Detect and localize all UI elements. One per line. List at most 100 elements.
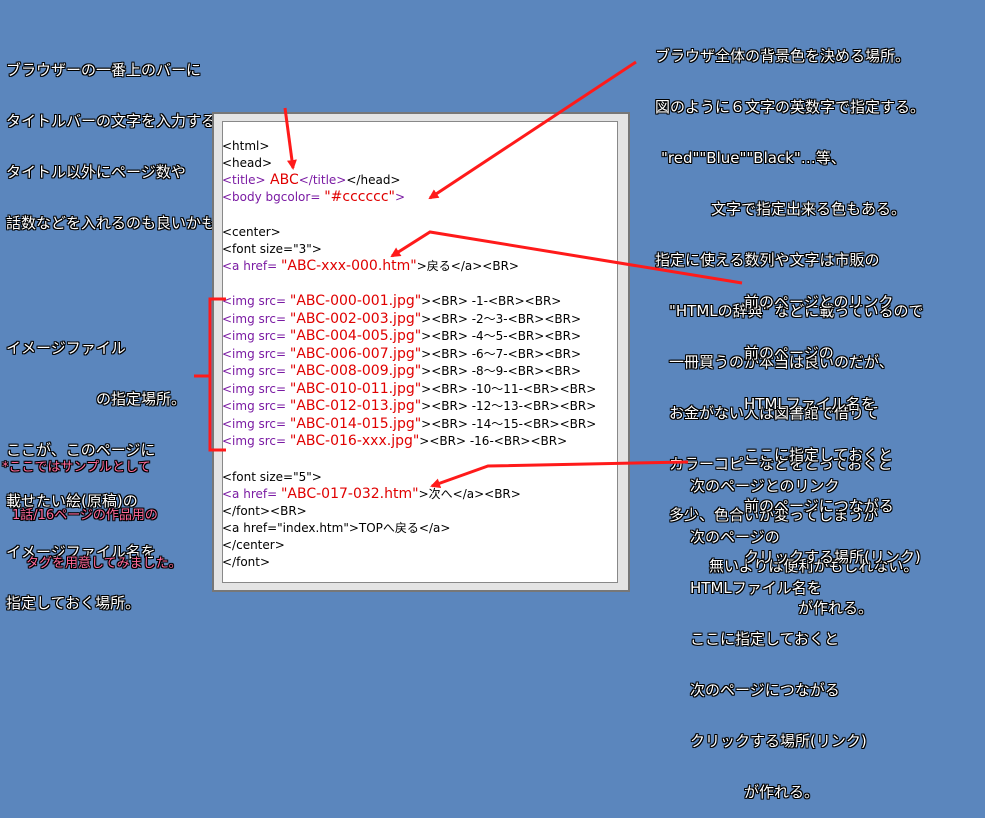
- bgcolor-note: ブラウザ全体の背景色を決める場所。 図のように６文字の英数字で指定する。 "re…: [655, 14, 925, 592]
- img-rest: ><BR> -1-<BR><BR>: [421, 294, 562, 308]
- img-rest: ><BR> -6～7-<BR><BR>: [421, 346, 581, 361]
- code-line-img: <img src= "ABC-010-011.jpg"><BR> -10～11-…: [222, 381, 596, 397]
- img-rest: ><BR> -10～11-<BR><BR>: [421, 381, 597, 396]
- code-line-html: <html>: [222, 139, 270, 153]
- note-line: ブラウザ全体の背景色を決める場所。: [655, 47, 911, 65]
- body-tag: <body bgcolor=: [222, 190, 325, 204]
- image-bracket: [208, 297, 226, 452]
- prev-href-value: "ABC-xxx-000.htm": [280, 258, 417, 274]
- code-line-font3: <font size="3">: [222, 242, 322, 256]
- img-rest: ><BR> -2～3-<BR><BR>: [421, 311, 581, 326]
- img-tag: <img src=: [222, 399, 290, 413]
- prev-rest: >戻る</a><BR>: [416, 259, 519, 273]
- bgcolor-arrow: [428, 60, 637, 200]
- img-file-value: "ABC-000-001.jpg": [289, 293, 422, 309]
- code-line-img: <img src= "ABC-016-xxx.jpg"><BR> -16-<BR…: [222, 433, 567, 449]
- code-line-font-close-br: </font><BR>: [222, 504, 307, 518]
- code-line-font-close: </font>: [222, 555, 271, 569]
- code-line-head: <head>: [222, 156, 273, 170]
- prev-link-arrow: [390, 230, 743, 285]
- note-line: クリックする場所(リンク): [744, 548, 921, 566]
- code-line-top-link: <a href="index.htm">TOPへ戻る</a>: [222, 521, 451, 535]
- note-line: 前のページにつながる: [744, 497, 894, 515]
- code-line-img: <img src= "ABC-002-003.jpg"><BR> -2～3-<B…: [222, 311, 581, 327]
- note-line: が作れる。: [798, 599, 874, 617]
- body-close-bracket: >: [395, 190, 406, 204]
- img-rest: ><BR> -16-<BR><BR>: [419, 434, 568, 448]
- img-file-value: "ABC-006-007.jpg": [289, 345, 422, 362]
- note-line: "red""Blue""Black"…等、: [661, 149, 846, 167]
- img-tag: <img src=: [222, 329, 290, 343]
- note-line: HTMLファイル名を: [744, 395, 876, 413]
- title-value: ABC: [265, 172, 299, 188]
- note-line: イメージファイル名を: [6, 543, 156, 561]
- img-file-value: "ABC-014-015.jpg": [289, 415, 422, 432]
- code-line-img: <img src= "ABC-000-001.jpg"><BR> -1-<BR>…: [222, 293, 561, 309]
- note-line: が作れる。: [744, 783, 820, 801]
- note-line: ここが、このページに: [6, 441, 156, 459]
- note-line: ブラウザーの一番上のバーに: [6, 61, 202, 79]
- note-line: 載せたい絵(原稿)の: [6, 492, 138, 510]
- next-rest: >次へ</a><BR>: [418, 487, 521, 501]
- note-line: ここに指定しておくと: [690, 630, 840, 648]
- next-a-tag: <a href=: [222, 487, 281, 501]
- title-open-tag: <title>: [222, 173, 266, 187]
- note-line: ここに指定しておくと: [744, 446, 894, 464]
- next-link-arrow: [430, 460, 689, 489]
- note-line: お金がない人は図書館で借りて: [669, 404, 880, 422]
- code-line-img: <img src= "ABC-012-013.jpg"><BR> -12～13-…: [222, 398, 596, 414]
- img-tag: <img src=: [222, 294, 290, 308]
- img-rest: ><BR> -12～13-<BR><BR>: [421, 399, 597, 413]
- prev-a-tag: <a href=: [222, 259, 281, 273]
- img-tag: <img src=: [222, 364, 290, 378]
- img-rest: ><BR> -4～5-<BR><BR>: [421, 329, 581, 343]
- note-line: 次のページの: [690, 528, 780, 546]
- code-line-center: <center>: [222, 225, 281, 239]
- code-line-img: <img src= "ABC-008-009.jpg"><BR> -8～9-<B…: [222, 363, 581, 379]
- note-line: 一冊買うのが本当は良いのだが、: [669, 353, 894, 371]
- code-line-body: <body bgcolor= "#cccccc">: [222, 189, 405, 205]
- sample-note: *ここではサンプルとして 1話/16ページの作品用の タグを用意してみました。: [2, 428, 182, 588]
- code-line-center-close: </center>: [222, 538, 285, 552]
- note-line: 前のページとのリンク: [744, 293, 894, 311]
- note-line: 図のように６文字の英数字で指定する。: [655, 98, 926, 116]
- image-file-note: イメージファイル の指定場所。 ここが、このページに 載せたい絵(原稿)の イメ…: [6, 306, 186, 629]
- img-file-value: "ABC-002-003.jpg": [289, 310, 422, 327]
- note-line: 文字で指定出来る色もある。: [711, 200, 907, 218]
- note-line: 1話/16ページの作品用の: [12, 508, 158, 523]
- code-window: [222, 121, 618, 583]
- note-line: "HTMLの辞典" などに載っているので: [669, 302, 924, 320]
- note-line: 指定しておく場所。: [6, 594, 141, 612]
- img-file-value: "ABC-012-013.jpg": [289, 398, 422, 414]
- title-arrow: [283, 107, 297, 170]
- note-line: タイトル以外にページ数や: [6, 163, 186, 181]
- note-line: 指定に使える数列や文字は市販の: [655, 251, 880, 269]
- img-file-value: "ABC-008-009.jpg": [289, 363, 422, 379]
- title-close-tag: </title>: [298, 173, 347, 187]
- note-line: HTMLファイル名を: [690, 579, 822, 597]
- note-line: タイトルバーの文字を入力する場所。: [6, 112, 262, 130]
- img-file-value: "ABC-016-xxx.jpg": [289, 433, 420, 449]
- code-window-frame: [212, 112, 630, 592]
- arrow-overlay: [194, 60, 743, 489]
- note-line: 次のページとのリンク: [690, 477, 840, 495]
- code-line-font5: <font size="5">: [222, 470, 322, 484]
- note-line: 前のページの: [744, 344, 834, 362]
- img-tag: <img src=: [222, 346, 290, 361]
- note-line: クリックする場所(リンク): [690, 732, 867, 750]
- note-line: タグを用意してみました。: [26, 556, 182, 571]
- note-line: 多少、色合いが変ってしまうが: [669, 506, 879, 524]
- bgcolor-value: "#cccccc": [324, 189, 395, 205]
- img-file-value: "ABC-010-011.jpg": [289, 380, 422, 397]
- img-tag: <img src=: [222, 434, 290, 448]
- img-rest: ><BR> -8～9-<BR><BR>: [421, 364, 581, 378]
- head-close-tag: </head>: [346, 173, 401, 187]
- img-tag: <img src=: [222, 311, 290, 326]
- code-line-img: <img src= "ABC-014-015.jpg"><BR> -14～15-…: [222, 416, 596, 432]
- next-href-value: "ABC-017-032.htm": [280, 486, 419, 502]
- code-line-next-link: <a href= "ABC-017-032.htm">次へ</a><BR>: [222, 486, 521, 502]
- note-line: イメージファイル: [6, 339, 126, 357]
- code-line-prev-link: <a href= "ABC-xxx-000.htm">戻る</a><BR>: [222, 258, 519, 274]
- note-line: *ここではサンプルとして: [2, 460, 151, 475]
- img-rest: ><BR> -14～15-<BR><BR>: [421, 416, 597, 431]
